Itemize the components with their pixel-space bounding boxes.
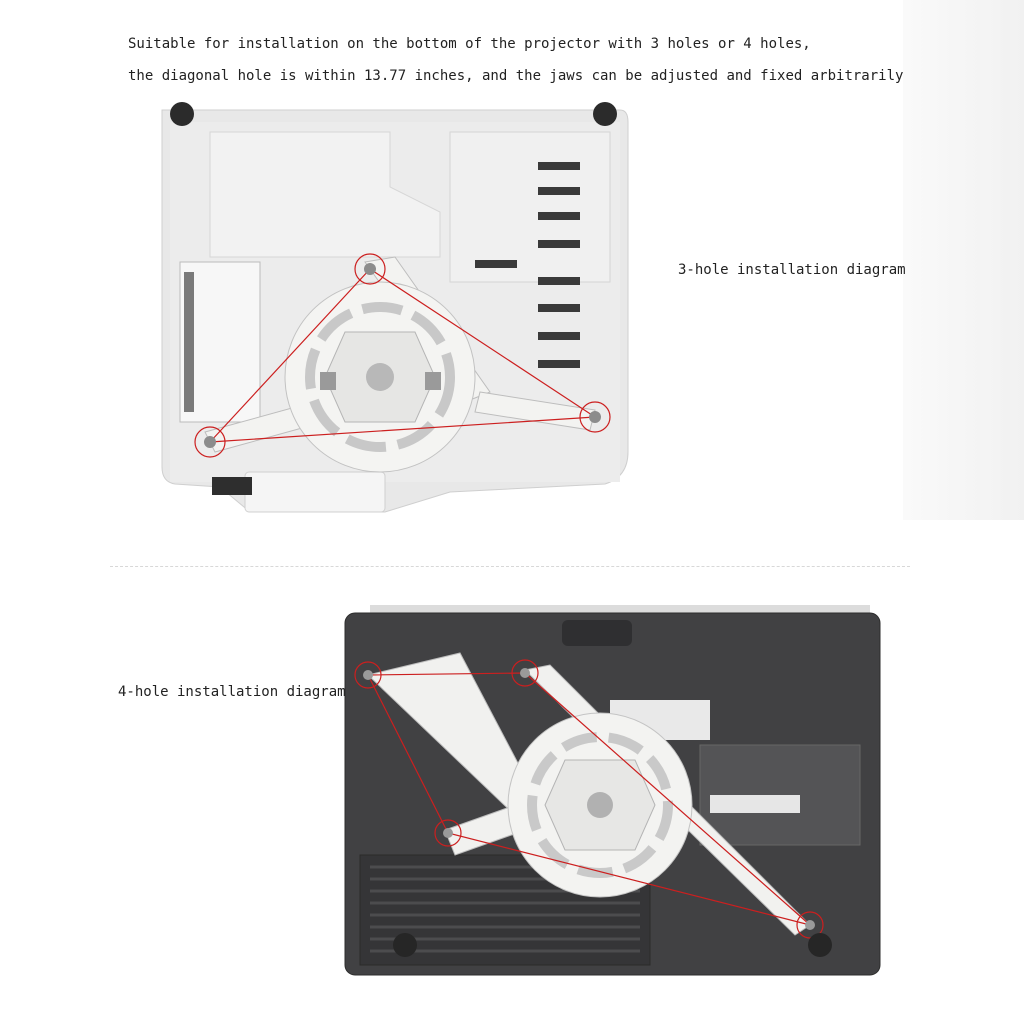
three-hole-projector-photo [161,102,629,513]
foot-icon [808,933,832,957]
three-hole-highlight [194,253,611,458]
foot-icon [593,102,617,126]
caption-line-1: Suitable for installation on the bottom … [128,36,811,52]
vent-slots [475,162,580,368]
three-hole-label: 3-hole installation diagram [678,262,906,278]
background-edge [903,0,1024,520]
foot-icon [170,102,194,126]
foot-icon [393,933,417,957]
four-hole-projector-photo [344,605,881,976]
screw-icon [204,263,601,448]
caption-line-2: the diagonal hole is within 13.77 inches… [128,68,904,84]
mount-bracket [204,256,596,473]
screw-icon [363,668,815,930]
section-divider [110,566,910,567]
mount-bracket [366,652,811,936]
four-hole-label: 4-hole installation diagram [118,684,346,700]
